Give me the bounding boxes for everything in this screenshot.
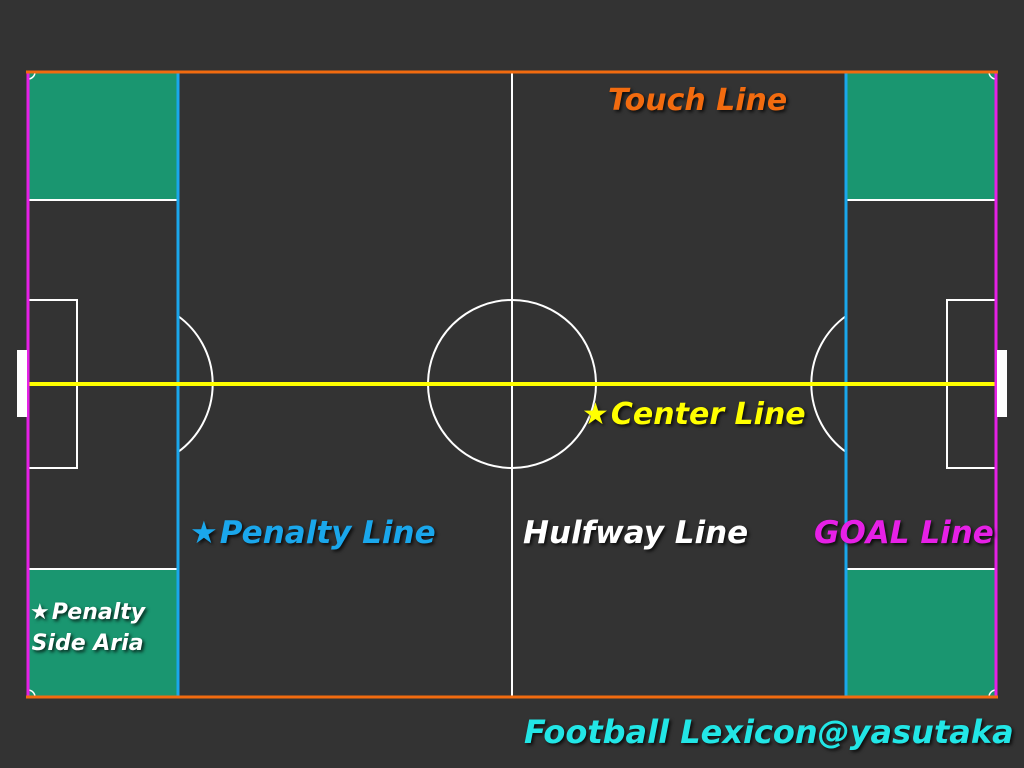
goal-left bbox=[17, 350, 27, 417]
star-icon: ★ bbox=[190, 515, 218, 551]
touch-line-label: Touch Line bbox=[608, 86, 787, 116]
center-line-label: ★Center Line bbox=[582, 400, 806, 430]
credit-text-value: Football Lexicon@yasutaka bbox=[524, 713, 1014, 751]
credit-text: Football Lexicon@yasutaka bbox=[524, 716, 1014, 748]
penalty-side-area-label: ★Penalty Side Aria bbox=[30, 598, 145, 660]
star-icon: ★ bbox=[30, 600, 50, 625]
halfway-line-label-text: Hulfway Line bbox=[523, 515, 749, 551]
goal-line-label: GOAL Line bbox=[814, 518, 994, 549]
goal-right bbox=[997, 350, 1007, 417]
star-icon: ★ bbox=[582, 397, 609, 432]
penalty-side-area-label-line1: Penalty bbox=[51, 600, 146, 625]
penalty-side-area-bottom-left bbox=[28, 569, 178, 697]
halfway-line-label: Hulfway Line bbox=[523, 518, 748, 549]
goal-line-label-text: GOAL Line bbox=[814, 515, 994, 551]
penalty-line-label: ★Penalty Line bbox=[190, 518, 436, 549]
penalty-line-label-text: Penalty Line bbox=[219, 515, 436, 551]
penalty-side-area-bottom-right bbox=[846, 569, 996, 697]
penalty-side-area-top-left bbox=[28, 72, 178, 200]
center-line-label-text: Center Line bbox=[610, 397, 806, 432]
touch-line-label-text: Touch Line bbox=[608, 83, 788, 118]
penalty-side-area-top-right bbox=[846, 72, 996, 200]
penalty-side-area-label-line2: Side Aria bbox=[31, 630, 144, 656]
